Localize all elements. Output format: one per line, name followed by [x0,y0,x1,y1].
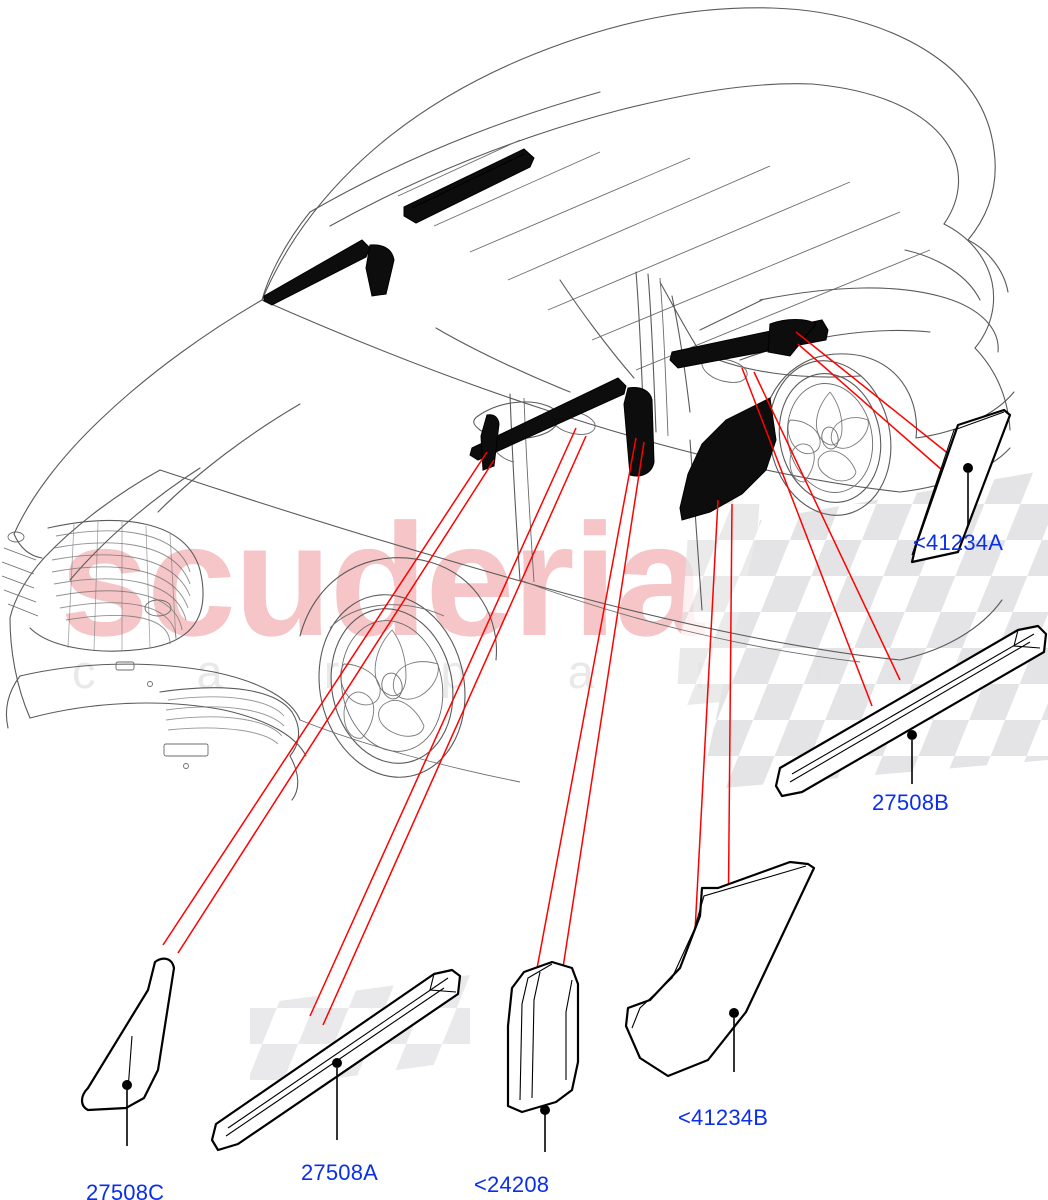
checkered-flag-watermark [250,470,1048,1090]
part-label-24208[interactable]: <24208 [474,1172,550,1197]
highlight-roof-rail-rear [403,148,535,224]
highlight-a-pillar-finisher [365,244,395,297]
part-24208-drawing [506,960,580,1152]
part-label-27508C[interactable]: 27508C [86,1180,165,1200]
part-27508C-drawing [80,957,176,1146]
part-label-41234A[interactable]: <41234A [913,530,1004,555]
highlight-rear-door-lower-wedge [767,319,817,357]
highlight-a-pillar-wedge [480,414,500,471]
part-41234B-drawing [624,860,816,1078]
part-27508A-drawing [210,968,462,1152]
part-label-27508A[interactable]: 27508A [301,1160,379,1185]
highlight-front-door-moulding [469,377,627,461]
part-label-27508B[interactable]: 27508B [872,790,950,815]
part-41234A-drawing [910,408,1012,564]
highlight-b-pillar-applique [623,387,655,477]
leader-lines [162,331,951,1026]
part-label-41234B[interactable]: <41234B [678,1105,769,1130]
highlight-roof-rail-front [263,239,371,306]
highlight-front-door-lower-panel [679,397,777,521]
part-27508B-drawing [774,624,1048,798]
vehicle-illustration [1,7,1015,801]
front-wheel [318,594,466,778]
highlighted-parts-on-vehicle [263,148,829,521]
